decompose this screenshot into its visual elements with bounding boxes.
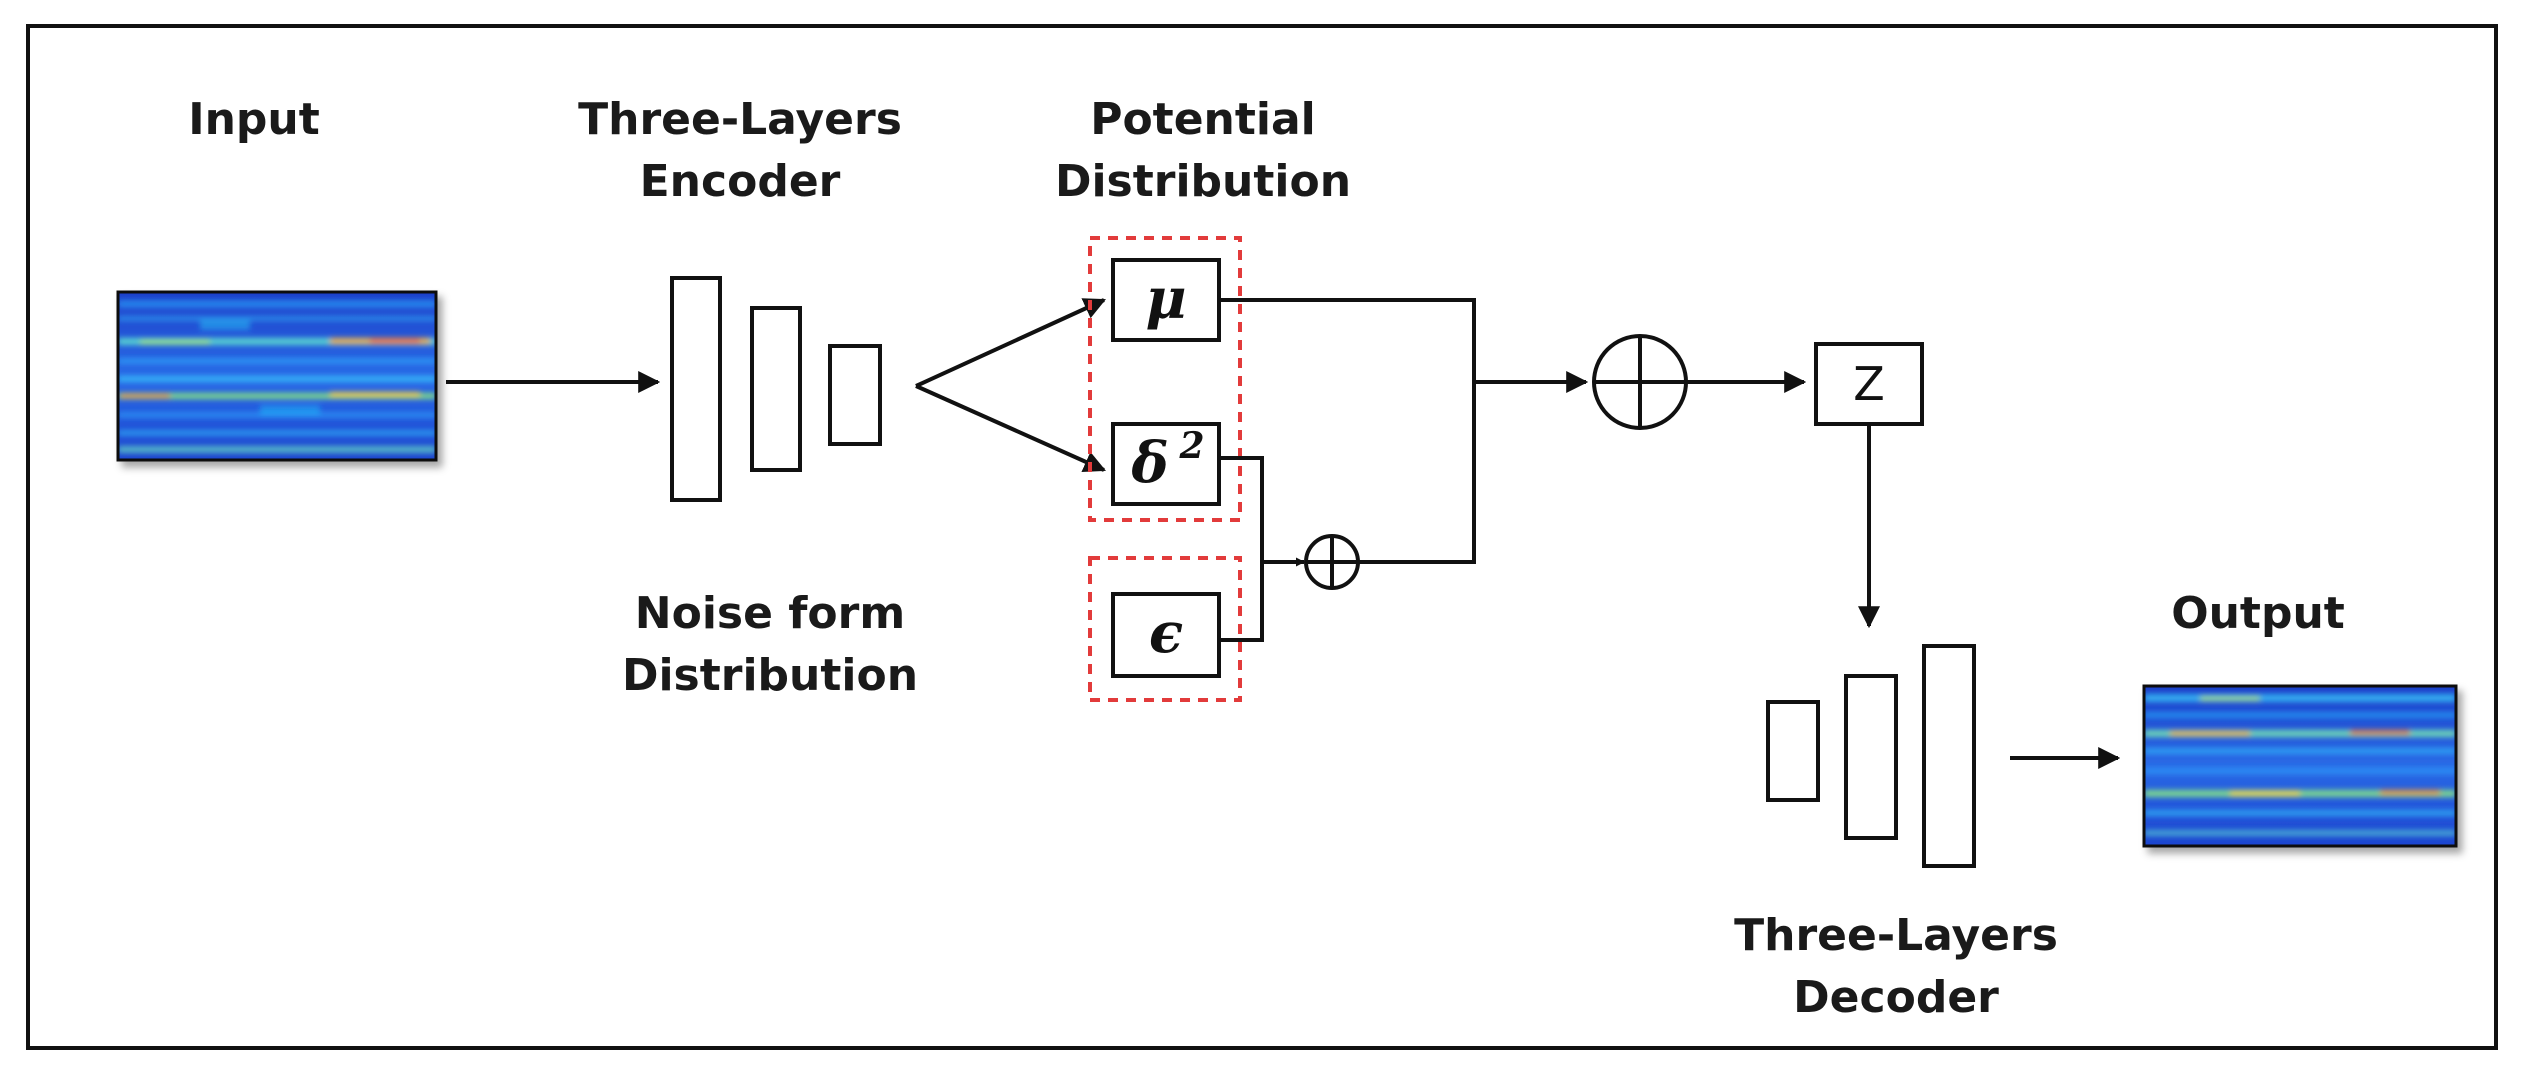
- encoder-label-line2: Encoder: [640, 156, 841, 207]
- decoder-label-line1: Three-Layers: [1734, 910, 2058, 961]
- small-sum-node: [1304, 534, 1360, 590]
- noise-label-line2: Distribution: [622, 650, 918, 701]
- mu-symbol: μ: [1146, 266, 1187, 332]
- decoder-layer-2: [1844, 674, 1898, 840]
- encoder-layer-3: [828, 344, 882, 446]
- large-sum-node: [1592, 334, 1688, 430]
- figure-frame: [26, 24, 2498, 1050]
- mu-node: [1111, 258, 1221, 342]
- potential-label-line2: Distribution: [1055, 156, 1351, 207]
- sigma-symbol: δ: [1130, 430, 1168, 496]
- encoder-layer-1: [670, 276, 722, 502]
- epsilon-node: [1111, 592, 1221, 678]
- decoder-layer-1: [1766, 700, 1820, 802]
- z-node: [1814, 342, 1924, 426]
- output-heatmap-image: [2142, 684, 2458, 848]
- encoder-label-line1: Three-Layers: [578, 94, 902, 145]
- sigma-node: [1111, 422, 1221, 506]
- encoder-to-mu-arrow: [915, 298, 1107, 388]
- small-sum-to-join-line: [1358, 382, 1476, 564]
- sigma-exponent: 2: [1178, 425, 1204, 467]
- epsilon-symbol: ϵ: [1149, 600, 1183, 666]
- potential-distribution-group: [1088, 236, 1242, 522]
- decoder-layer-3: [1922, 644, 1976, 868]
- encoder-layer-2: [750, 306, 802, 472]
- noise-distribution-group: [1088, 556, 1242, 702]
- decoder-label-line2: Decoder: [1793, 972, 1999, 1023]
- output-label: Output: [2171, 588, 2345, 639]
- mu-to-join-line: [1219, 298, 1476, 382]
- encoder-to-sigma-arrow: [915, 384, 1107, 472]
- input-heatmap-image: [116, 290, 438, 462]
- z-symbol: Z: [1853, 357, 1885, 411]
- noise-label-line1: Noise form: [635, 588, 905, 639]
- potential-label-line1: Potential: [1090, 94, 1316, 145]
- input-label: Input: [188, 94, 320, 145]
- sigma-epsilon-connector: [1219, 456, 1264, 642]
